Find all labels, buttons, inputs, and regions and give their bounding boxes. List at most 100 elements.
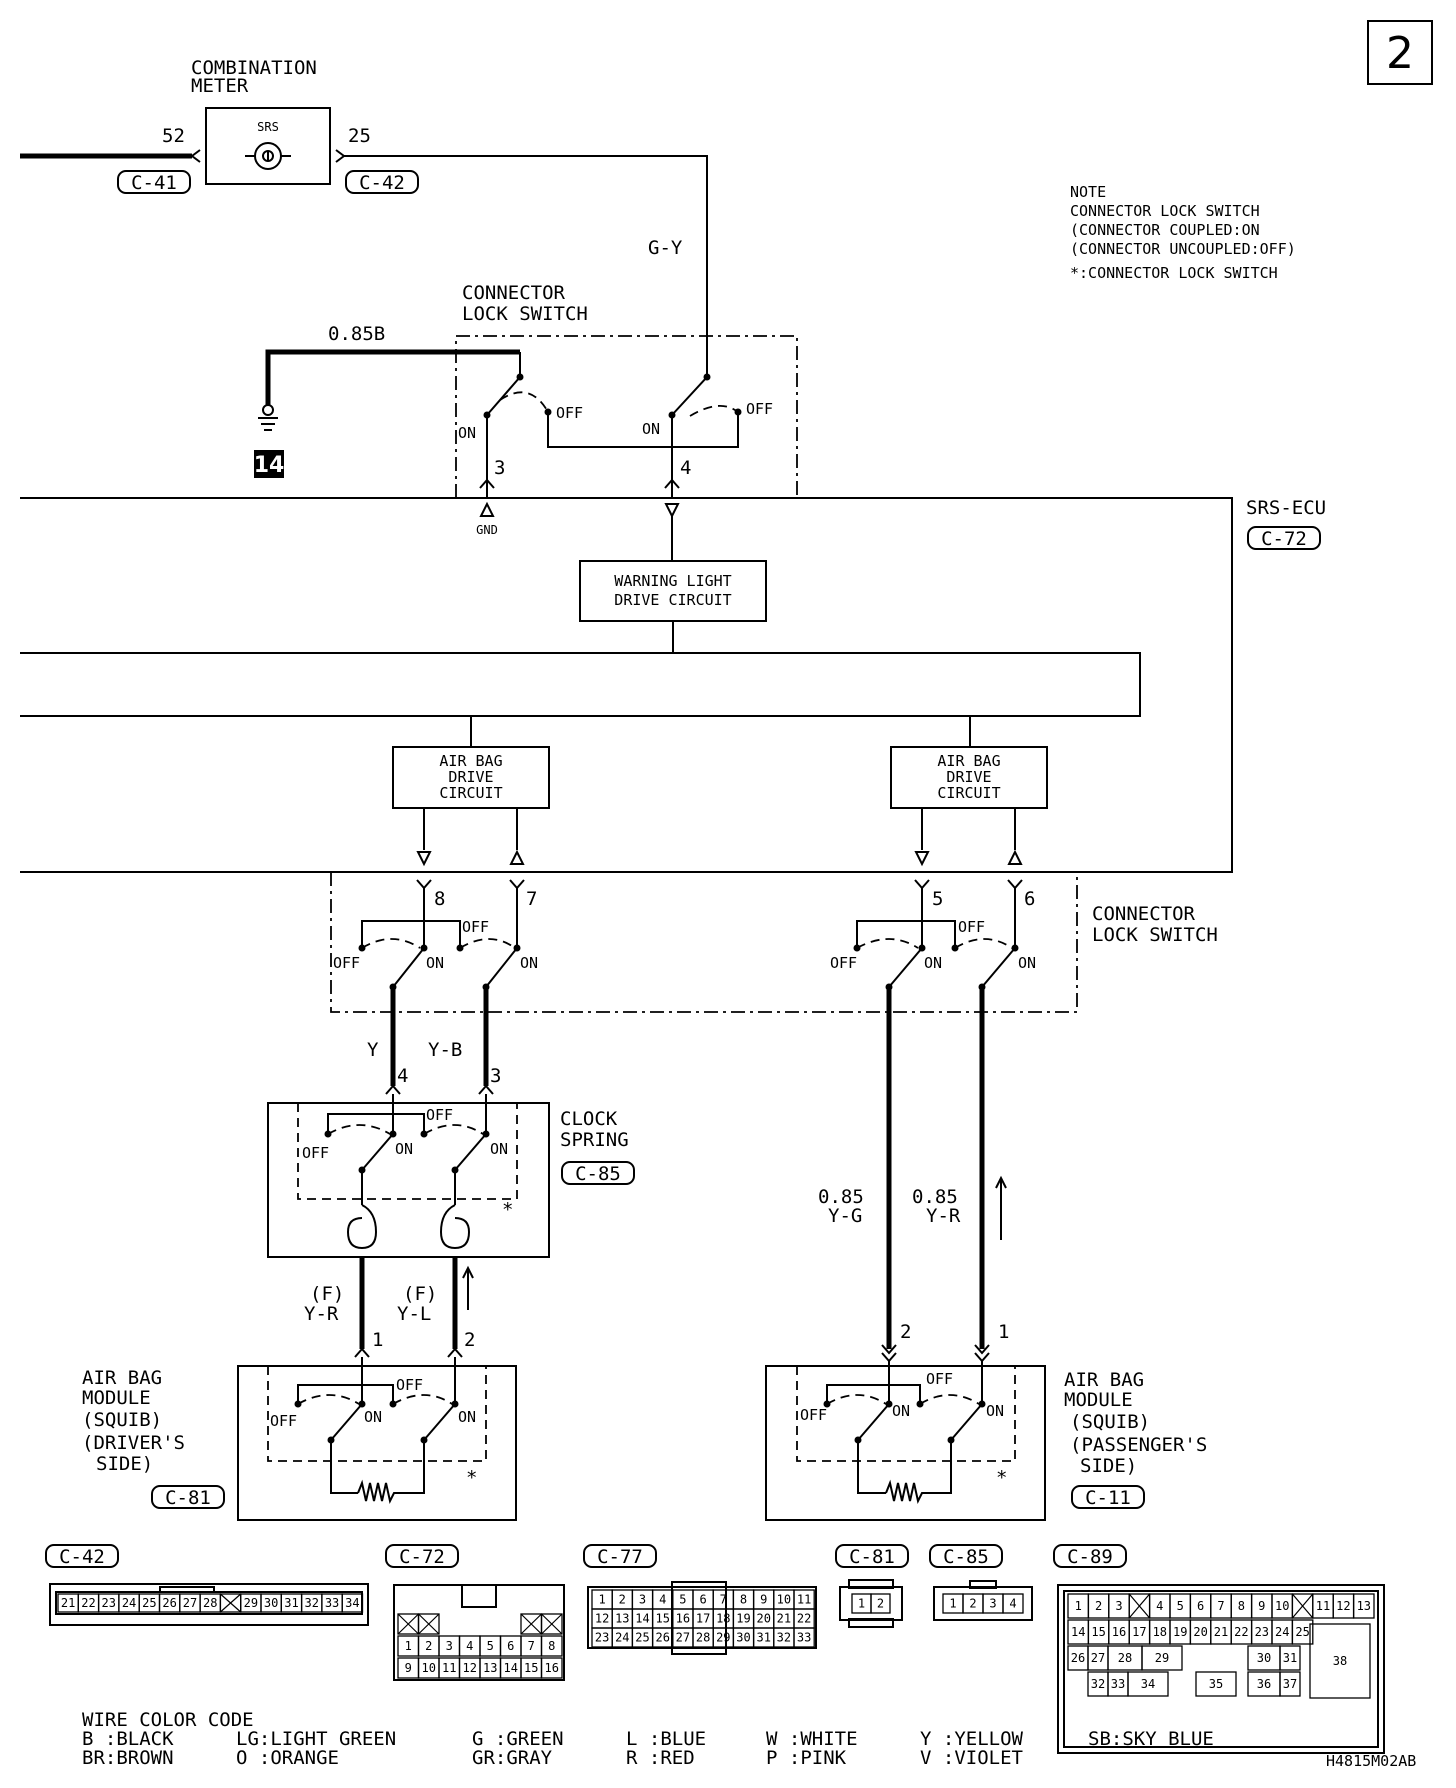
clock-spring: 4 3 CLOCK SPRING C-85 OFF ON OFF ON *: [267, 1065, 635, 1258]
c77-pin-label: 8: [740, 1593, 747, 1607]
c77-pin-label: 25: [635, 1631, 649, 1645]
driver-circuit-line-3: CIRCUIT: [439, 784, 502, 802]
ground-number-badge: [254, 450, 284, 478]
top-connector-lock-switch: CONNECTOR LOCK SWITCH ON OFF ON OFF 3 4: [455, 282, 798, 498]
c89-pin-label: 27: [1091, 1651, 1105, 1665]
c89-pin-label: 4: [1156, 1599, 1163, 1613]
color-code-r: R :RED: [626, 1747, 695, 1769]
driver-module-line-4: (DRIVER'S: [82, 1432, 185, 1454]
passenger-module-pin-1: 1: [998, 1321, 1009, 1343]
c72-pin-label: 2: [425, 1639, 432, 1653]
wire-f2-color: Y-L: [397, 1303, 431, 1325]
c89-pin-label: 34: [1141, 1677, 1155, 1691]
color-code-o: O :ORANGE: [236, 1747, 339, 1769]
c77-view-label: C-77: [597, 1546, 643, 1568]
pass-mod-off-2: OFF: [926, 1370, 953, 1388]
passenger-module-line-2: MODULE: [1064, 1389, 1133, 1411]
c89-pin-label: 14: [1071, 1625, 1085, 1639]
lower-pin-6: 6: [1024, 888, 1035, 910]
driver-mod-on-1: ON: [364, 1408, 382, 1426]
c89-pin-label: 7: [1217, 1599, 1224, 1613]
c89-pin-label: 10: [1275, 1599, 1289, 1613]
clock-spring-title-1: CLOCK: [560, 1108, 618, 1130]
c42-pin-label: 25: [142, 1596, 156, 1610]
ecu-title: SRS-ECU: [1246, 497, 1326, 519]
c77-pin-label: 20: [756, 1612, 770, 1626]
c77-pin-label: 7: [720, 1593, 727, 1607]
top-switch-1-on: ON: [458, 424, 476, 442]
color-code-v: V :VIOLET: [920, 1747, 1023, 1769]
wire-y-g-label: Y-G: [828, 1205, 862, 1227]
c81-pin-label: 1: [858, 1597, 865, 1611]
wire-f2-label: (F): [403, 1283, 437, 1305]
color-code-l: L :BLUE: [626, 1728, 706, 1750]
clock-on-2: ON: [490, 1140, 508, 1158]
c77-pin-label: 17: [696, 1612, 710, 1626]
lower-pin-7: 7: [526, 888, 537, 910]
driver-circuit-line-1: AIR BAG: [439, 752, 502, 770]
c42-pin-label: 28: [203, 1596, 217, 1610]
passenger-module-line-1: AIR BAG: [1064, 1369, 1144, 1391]
c72-pin: [540, 1657, 563, 1679]
c42-pin-label: 29: [244, 1596, 258, 1610]
c72-pin-label: 5: [487, 1639, 494, 1653]
c89-pin-label: 22: [1234, 1625, 1248, 1639]
c77-pin-label: 11: [797, 1593, 811, 1607]
c77-pin-label: 28: [696, 1631, 710, 1645]
passenger-module-line-5: SIDE): [1080, 1455, 1137, 1477]
c89-pin: [1352, 1593, 1375, 1619]
driver-mod-on-2: ON: [458, 1408, 476, 1426]
c72-pin-label: 1: [405, 1639, 412, 1653]
wire-y-g-size: 0.85: [818, 1186, 864, 1208]
combination-meter: COMBINATION METER SRS 52 25 C-41 C-42: [117, 57, 419, 194]
c89-pin-label: 16: [1112, 1625, 1126, 1639]
c72-pin-label: 3: [446, 1639, 453, 1653]
c89-pin-label: 28: [1118, 1651, 1132, 1665]
lower-pass-on-2: ON: [1018, 954, 1036, 972]
passenger-circuit-line-2: DRIVE: [946, 768, 991, 786]
air-bag-drive-circuit-passenger: [890, 746, 1048, 809]
wire-color-code: WIRE COLOR CODE B :BLACK BR:BROWN LG:LIG…: [82, 1709, 1416, 1770]
lower-pass-on-1: ON: [924, 954, 942, 972]
c85-pin-label: 1: [949, 1597, 956, 1611]
c89-pin-label: 37: [1283, 1677, 1297, 1691]
c89-pin-label: 21: [1214, 1625, 1228, 1639]
meter-pin-left: 52: [162, 125, 185, 147]
c89-pin-label: 1: [1075, 1599, 1082, 1613]
c77-pin-label: 2: [619, 1593, 626, 1607]
lower-driver-on-1: ON: [426, 954, 444, 972]
c89-pin-large-label: 38: [1333, 1654, 1347, 1668]
c89-pin-label: 15: [1091, 1625, 1105, 1639]
color-code-p: P :PINK: [766, 1747, 847, 1769]
c89-pin-label: 9: [1258, 1599, 1265, 1613]
c89-pin: [1279, 1671, 1301, 1697]
lower-connector-lock-switch: CONNECTOR LOCK SWITCH 8 7 5 6 OFF ON OFF…: [330, 872, 1218, 1013]
c89-pin-label: 26: [1071, 1651, 1085, 1665]
c89-pin-label: 32: [1091, 1677, 1105, 1691]
meter-pin-right: 25: [348, 125, 371, 147]
c85-pin-label: 2: [969, 1597, 976, 1611]
current-arrow-icon-2: [995, 1175, 1007, 1240]
lower-driver-on-2: ON: [520, 954, 538, 972]
c77-pin-label: 24: [615, 1631, 629, 1645]
c77-pin-label: 32: [777, 1631, 791, 1645]
c77-pin-label: 29: [716, 1631, 730, 1645]
c89-pin-label: 11: [1316, 1599, 1330, 1613]
top-switch-pin-3: 3: [494, 457, 505, 479]
c89-pin-label: 2: [1095, 1599, 1102, 1613]
c89-pin-large: [1309, 1623, 1371, 1699]
current-arrow-icon: [462, 1265, 474, 1310]
clock-spring-pin-3: 3: [490, 1065, 501, 1087]
page-number-box: 2: [1367, 20, 1433, 85]
driver-module-star: *: [466, 1467, 477, 1489]
c77-pin-label: 16: [676, 1612, 690, 1626]
color-code-y: Y :YELLOW: [920, 1728, 1024, 1750]
c77-pin-label: 31: [756, 1631, 770, 1645]
passenger-circuit-line-1: AIR BAG: [937, 752, 1000, 770]
c77-pin-label: 23: [595, 1631, 609, 1645]
c72-pin-label: 6: [507, 1639, 514, 1653]
driver-module-connector: C-81: [165, 1487, 211, 1509]
c42-pin-label: 30: [264, 1596, 278, 1610]
wire-f1-label: (F): [310, 1283, 344, 1305]
